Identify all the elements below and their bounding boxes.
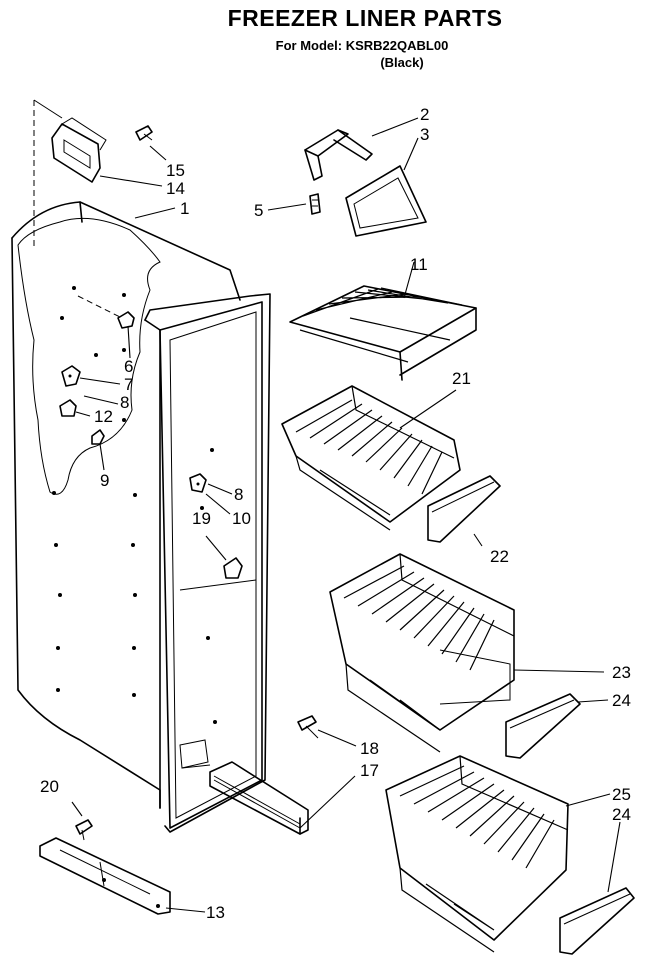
model-line: For Model: KSRB22QABL00 [276,38,449,53]
callout-22: 22 [490,547,509,566]
part-20-screw [75,819,93,841]
part-6-clip [117,311,135,329]
callout-24a: 24 [612,691,631,710]
callout-6: 6 [124,357,133,376]
part-3-lens [345,165,427,237]
callout-7: 7 [124,375,133,394]
part-17-grille [209,761,309,835]
callout-24b: 24 [612,805,631,824]
part-9-fastener [91,429,105,445]
callout-5: 5 [254,201,263,220]
part-21-top-basket [281,385,461,531]
part-12-thermostat [59,399,77,417]
callout-18: 18 [360,739,379,758]
part-15-screw [135,125,153,141]
callout-1: 1 [180,199,189,218]
part-19-damper [223,557,243,579]
callout-9: 9 [100,471,109,490]
part-18-screw [297,715,319,739]
callout-2: 2 [420,105,429,124]
callout-12: 12 [94,407,113,426]
callout-11: 11 [410,255,428,274]
callout-20: 20 [40,777,59,796]
callout-8a: 8 [120,393,129,412]
callout-8b: 8 [234,485,243,504]
leader-lines [71,117,621,913]
callout-3: 3 [420,125,429,144]
part-24-lower-trim [559,887,635,955]
part-24-upper-trim [505,693,581,759]
part-23-middle-basket [329,553,515,753]
part-25-bottom-basket [385,755,569,953]
part-13-base-bracket [39,837,171,915]
diagram-title: FREEZER LINER PARTS [228,5,503,31]
color-line: (Black) [380,55,423,70]
part-1-freezer-liner [11,99,271,833]
part-11-wire-shelf [289,285,477,381]
part-5-screw [309,193,321,215]
callout-labels: 1 2 3 5 6 7 8 12 9 8 10 19 11 21 15 14 1… [40,105,631,922]
callout-25: 25 [612,785,631,804]
callout-21: 21 [452,369,471,388]
callout-10: 10 [232,509,251,528]
part-2-bracket [304,129,373,181]
part-14-handle [51,117,107,183]
part-10-bracket [189,473,207,493]
callout-19: 19 [192,509,211,528]
part-22-basket-trim [427,475,501,543]
callout-14: 14 [166,179,185,198]
part-7-bracket [61,365,81,387]
callout-17: 17 [360,761,379,780]
callout-13: 13 [206,903,225,922]
callout-15: 15 [166,161,185,180]
callout-23: 23 [612,663,631,682]
